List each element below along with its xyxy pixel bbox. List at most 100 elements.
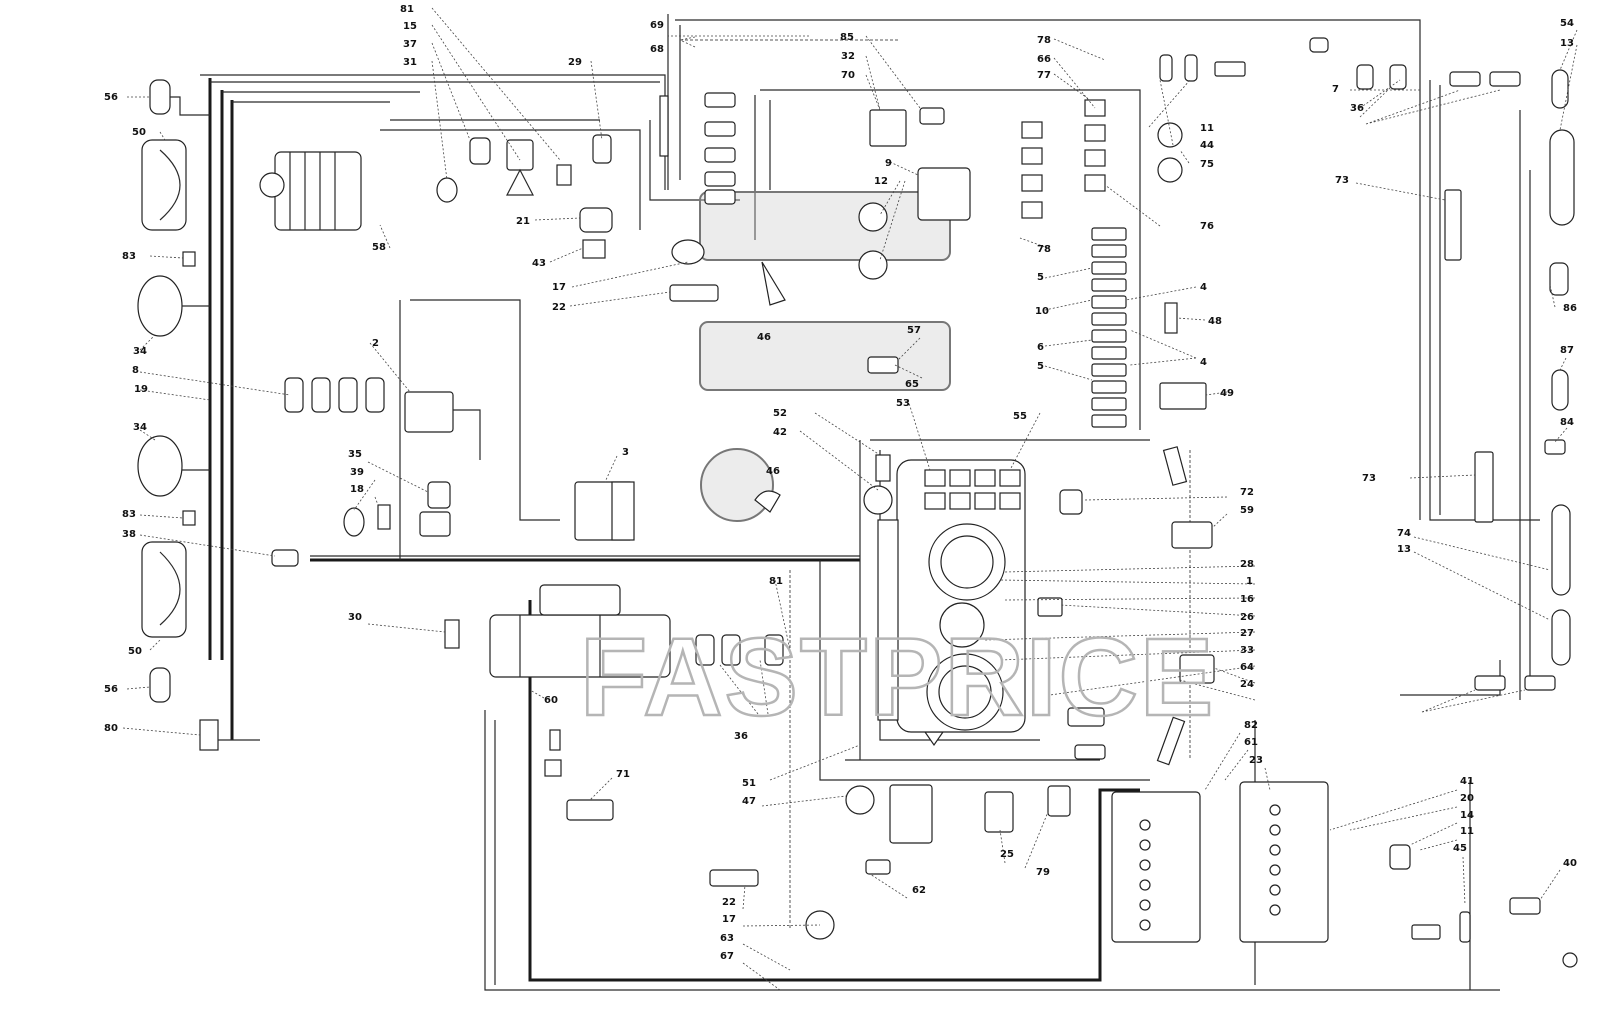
callout-19: 19: [134, 384, 148, 395]
callout-65: 65: [905, 379, 919, 390]
callout-48: 48: [1208, 316, 1222, 327]
callout-78-bottom: 78: [1037, 244, 1051, 255]
callout-4-top: 4: [1200, 282, 1207, 293]
callout-21: 21: [516, 216, 530, 227]
callout-82: 82: [1244, 720, 1258, 731]
callout-25: 25: [1000, 849, 1014, 860]
callout-1: 1: [1246, 576, 1253, 587]
callout-42: 42: [773, 427, 787, 438]
callout-49: 49: [1220, 388, 1234, 399]
callout-77: 77: [1037, 70, 1051, 81]
callout-24: 24: [1240, 679, 1254, 690]
callout-35: 35: [348, 449, 362, 460]
callout-36-top: 36: [1350, 103, 1364, 114]
callout-44: 44: [1200, 140, 1214, 151]
callout-50-top: 50: [132, 127, 146, 138]
callout-41: 41: [1460, 776, 1474, 787]
callout-34-bottom: 34: [133, 422, 147, 433]
callout-11-bottom: 11: [1460, 826, 1474, 837]
callout-87: 87: [1560, 345, 1574, 356]
callout-78-top: 78: [1037, 35, 1051, 46]
callout-53: 53: [896, 398, 910, 409]
callout-79: 79: [1036, 867, 1050, 878]
right-components: [1159, 37, 1575, 691]
callout-22-top: 22: [552, 302, 566, 313]
callout-13-bottom: 13: [1397, 544, 1411, 555]
callout-34-top: 34: [133, 346, 147, 357]
callout-26: 26: [1240, 612, 1254, 623]
callout-6: 6: [1037, 342, 1044, 353]
callout-29: 29: [568, 57, 582, 68]
watermark: FASTPRICE: [580, 616, 1215, 739]
callout-23: 23: [1249, 755, 1263, 766]
callout-2: 2: [372, 338, 379, 349]
callout-37: 37: [403, 39, 417, 50]
callout-20: 20: [1460, 793, 1474, 804]
callout-9: 9: [885, 158, 892, 169]
center-components: [669, 92, 971, 940]
callout-84: 84: [1560, 417, 1574, 428]
callout-50-bottom: 50: [128, 646, 142, 657]
callout-5-bottom: 5: [1037, 361, 1044, 372]
callout-76: 76: [1200, 221, 1214, 232]
callout-56-top: 56: [104, 92, 118, 103]
callout-64: 64: [1240, 662, 1254, 673]
callout-75: 75: [1200, 159, 1214, 170]
callout-4-bottom: 4: [1200, 357, 1207, 368]
callout-57: 57: [907, 325, 921, 336]
callout-45: 45: [1453, 843, 1467, 854]
highlight-box-top: [699, 191, 951, 261]
callout-17-bottom: 17: [722, 914, 736, 925]
callout-68: 68: [650, 44, 664, 55]
callout-62: 62: [912, 885, 926, 896]
callout-43: 43: [532, 258, 546, 269]
left-components: [137, 79, 671, 821]
callout-31: 31: [403, 57, 417, 68]
callout-66: 66: [1037, 54, 1051, 65]
callout-56-bottom: 56: [104, 684, 118, 695]
callout-60: 60: [544, 695, 558, 706]
callout-28: 28: [1240, 559, 1254, 570]
callout-85: 85: [840, 32, 854, 43]
callout-12: 12: [874, 176, 888, 187]
callout-32: 32: [841, 51, 855, 62]
callout-5-top: 5: [1037, 272, 1044, 283]
callout-51: 51: [742, 778, 756, 789]
callout-3: 3: [622, 447, 629, 458]
callout-80: 80: [104, 723, 118, 734]
callout-71: 71: [616, 769, 630, 780]
callout-81: 81: [400, 4, 414, 15]
callout-74: 74: [1397, 528, 1411, 539]
instrument-panel: [877, 459, 1215, 760]
callout-86: 86: [1563, 303, 1577, 314]
callout-73-top: 73: [1335, 175, 1349, 186]
callout-38: 38: [122, 529, 136, 540]
callout-27: 27: [1240, 628, 1254, 639]
callout-18: 18: [350, 484, 364, 495]
callout-40: 40: [1563, 858, 1577, 869]
callout-63: 63: [720, 933, 734, 944]
callout-72: 72: [1240, 487, 1254, 498]
callout-15: 15: [403, 21, 417, 32]
callout-labels: 81 15 37 31 29 69 68 85 32 70 9 12 78 66…: [104, 4, 1577, 962]
callout-14: 14: [1460, 810, 1474, 821]
callout-69: 69: [650, 20, 664, 31]
leader-lines: [122, 7, 1578, 991]
callout-46-top: 46: [757, 332, 771, 343]
callout-67: 67: [720, 951, 734, 962]
callout-11-top: 11: [1200, 123, 1214, 134]
callout-46-circle: 46: [766, 466, 780, 477]
callout-7: 7: [1332, 84, 1339, 95]
callout-58: 58: [372, 242, 386, 253]
callout-33: 33: [1240, 645, 1254, 656]
callout-30: 30: [348, 612, 362, 623]
callout-83-top: 83: [122, 251, 136, 262]
callout-8: 8: [132, 365, 139, 376]
callout-52: 52: [773, 408, 787, 419]
callout-70: 70: [841, 70, 855, 81]
callout-81-mid: 81: [769, 576, 783, 587]
callout-39: 39: [350, 467, 364, 478]
callout-22-bottom: 22: [722, 897, 736, 908]
callout-17-top: 17: [552, 282, 566, 293]
callout-54: 54: [1560, 18, 1574, 29]
